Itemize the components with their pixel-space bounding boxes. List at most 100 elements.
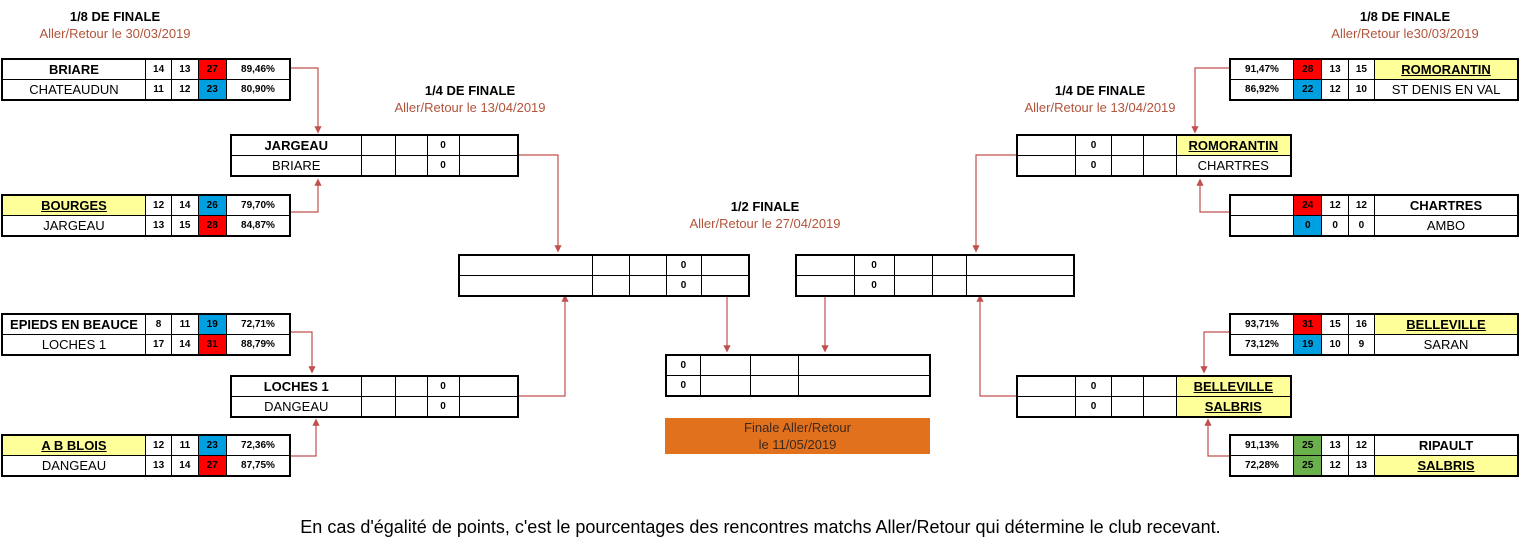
empty-cell: [360, 375, 396, 397]
team-name: CHARTRES: [1374, 194, 1519, 216]
leg1-score: 12: [144, 194, 173, 216]
table-row: DANGEAU 13 14 27 87,75%: [1, 455, 291, 477]
total-points: 22: [1292, 79, 1323, 101]
leg2-score: 13: [171, 58, 199, 80]
percentage: 72,71%: [225, 313, 291, 335]
total-points: 0: [1292, 215, 1323, 237]
team-name: BRIARE: [230, 155, 362, 177]
team-name: BELLEVILLE: [1374, 313, 1519, 335]
r16-left-date: Aller/Retour le 30/03/2019: [39, 26, 191, 41]
connector-qfl-2: [519, 294, 569, 397]
percentage: 91,47%: [1229, 58, 1294, 80]
empty-cell: [700, 254, 750, 276]
leg2-score: 14: [171, 455, 199, 477]
empty-cell: [394, 155, 428, 177]
percentage: 73,12%: [1229, 334, 1294, 356]
leg2-score: 14: [171, 334, 199, 356]
empty-cell: [394, 396, 428, 418]
table-row: CHATEAUDUN 11 12 23 80,90%: [1, 79, 291, 101]
r16-left-title: 1/8 DE FINALE: [69, 9, 161, 24]
table-row: 0: [795, 254, 1075, 276]
percentage: 84,87%: [225, 215, 291, 237]
empty-cell: [360, 134, 396, 156]
empty-cell: [795, 275, 855, 297]
score: 0: [426, 375, 460, 397]
score: 0: [1074, 155, 1113, 177]
team-name: AMBO: [1374, 215, 1519, 237]
qf-left-title: 1/4 DE FINALE: [424, 83, 516, 98]
score: 0: [426, 396, 460, 418]
team-name: LOCHES 1: [1, 334, 146, 356]
table-row: 0: [458, 254, 750, 276]
leg1-score: 12: [1321, 194, 1349, 216]
score: 0: [426, 155, 460, 177]
connector-r16r-1: [1191, 67, 1229, 134]
empty-cell: [1143, 155, 1177, 177]
team-name: ROMORANTIN: [1374, 58, 1519, 80]
table-row: 91,13% 25 13 12 RIPAULT: [1229, 434, 1519, 456]
table-row: 0 SALBRIS: [1016, 396, 1292, 418]
total-points: 25: [1292, 455, 1323, 477]
leg2-score: 0: [1347, 215, 1376, 237]
leg1-score: 13: [144, 215, 173, 237]
percentage: 89,46%: [225, 58, 291, 80]
table-row: 0 ROMORANTIN: [1016, 134, 1292, 156]
total-points: 24: [1292, 194, 1323, 216]
table-row: 0 0 0 AMBO: [1229, 215, 1519, 237]
leg1-score: 13: [144, 455, 173, 477]
empty-cell: [1111, 155, 1145, 177]
score: 0: [665, 354, 701, 376]
empty-cell: [591, 254, 630, 276]
table-row: 0: [665, 375, 931, 397]
table-row: LOCHES 1 0: [230, 375, 519, 397]
team-name: ST DENIS EN VAL: [1374, 79, 1519, 101]
connector-r16l-4: [290, 418, 320, 457]
empty-cell: [394, 134, 428, 156]
team-name: JARGEAU: [230, 134, 362, 156]
table-row: 0: [665, 354, 931, 376]
leg1-score: 12: [1321, 455, 1349, 477]
score: 0: [665, 275, 702, 297]
percentage: 91,13%: [1229, 434, 1294, 456]
empty-cell: [1143, 375, 1177, 397]
r16-right-header: 1/8 DE FINALE Aller/Retour le30/03/2019: [1290, 8, 1520, 42]
total-points: 25: [1292, 434, 1323, 456]
r16-left-match-1: BRIARE 14 13 27 89,46% CHATEAUDUN 11 12 …: [1, 58, 291, 101]
percentage: 87,75%: [225, 455, 291, 477]
team-name: [458, 275, 593, 297]
leg2-score: 9: [1347, 334, 1376, 356]
empty-cell: [931, 254, 967, 276]
percentage: 72,28%: [1229, 455, 1294, 477]
leg2-score: 12: [1347, 434, 1376, 456]
qf-left-match-1: JARGEAU 0 BRIARE 0: [230, 134, 519, 177]
empty-cell: [458, 134, 519, 156]
leg1-score: 0: [1321, 215, 1349, 237]
score: 0: [665, 375, 701, 397]
percentage: 88,79%: [225, 334, 291, 356]
connector-r16r-4: [1204, 418, 1229, 457]
connector-r16r-3: [1200, 331, 1229, 374]
team-name: CHATEAUDUN: [1, 79, 146, 101]
r16-right-match-4: 91,13% 25 13 12 RIPAULT 72,28% 25 12 13 …: [1229, 434, 1519, 477]
final-label-box: Finale Aller/Retour le 11/05/2019: [665, 418, 930, 454]
team-name: RIPAULT: [1374, 434, 1519, 456]
team-name: SARAN: [1374, 334, 1519, 356]
r16-left-match-3: EPIEDS EN BEAUCE 8 11 19 72,71% LOCHES 1…: [1, 313, 291, 356]
total-points: 31: [1292, 313, 1323, 335]
final-match: 0 0: [665, 354, 931, 397]
empty-cell: [458, 375, 519, 397]
total-points: 31: [197, 334, 227, 356]
r16-left-header: 1/8 DE FINALE Aller/Retour le 30/03/2019: [0, 8, 230, 42]
r16-right-match-1: 91,47% 28 13 15 ROMORANTIN 86,92% 22 12 …: [1229, 58, 1519, 101]
score: 0: [1074, 375, 1113, 397]
leg2-score: 14: [171, 194, 199, 216]
table-row: BOURGES 12 14 26 79,70%: [1, 194, 291, 216]
score: 0: [853, 275, 895, 297]
leg2-score: 15: [1347, 58, 1376, 80]
score: 0: [665, 254, 702, 276]
team-name: DANGEAU: [230, 396, 362, 418]
qf-right-title: 1/4 DE FINALE: [1054, 83, 1146, 98]
empty-cell: [1016, 134, 1076, 156]
r16-right-date: Aller/Retour le30/03/2019: [1331, 26, 1479, 41]
